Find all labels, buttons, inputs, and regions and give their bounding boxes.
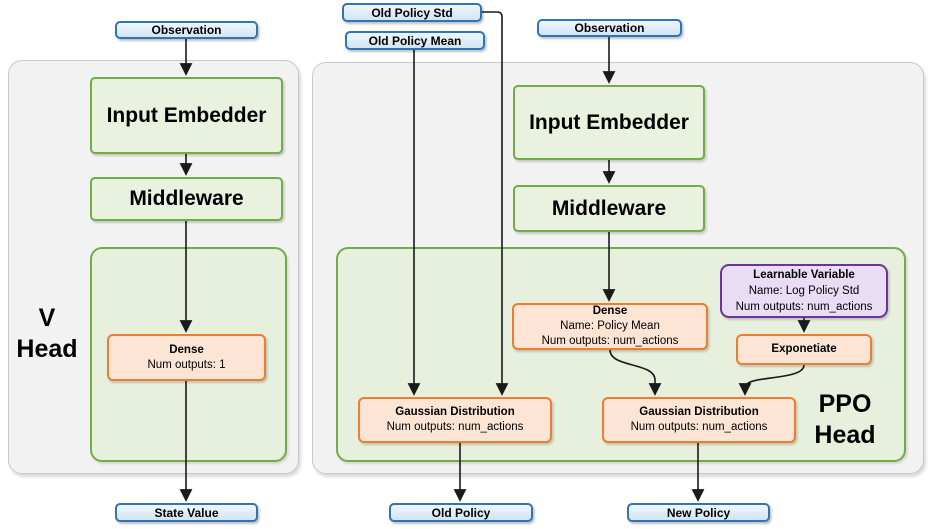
v-observation-label: Observation — [151, 23, 222, 37]
learnable-variable-outputs: Num outputs: num_actions — [735, 301, 873, 313]
ppo-dense-outputs: Num outputs: num_actions — [541, 335, 679, 347]
gaussian-old-title: Gaussian Distribution — [395, 406, 515, 418]
state-value-node: State Value — [115, 503, 258, 522]
gaussian-distribution-new-node: Gaussian Distribution Num outputs: num_a… — [602, 397, 796, 443]
v-head-title: V Head — [16, 304, 78, 363]
ppo-input-embedder-node: Input Embedder — [513, 85, 705, 160]
ppo-head-title: PPO Head — [814, 390, 876, 449]
v-observation-node: Observation — [115, 21, 258, 39]
gaussian-new-outputs: Num outputs: num_actions — [630, 421, 768, 433]
v-dense-outputs: Num outputs: 1 — [147, 358, 226, 371]
gaussian-old-outputs: Num outputs: num_actions — [386, 421, 524, 433]
old-policy-mean-label: Old Policy Mean — [368, 33, 462, 48]
v-middleware-label: Middleware — [129, 187, 244, 210]
ppo-observation-node: Observation — [537, 19, 682, 37]
old-policy-std-label: Old Policy Std — [371, 5, 453, 20]
old-policy-node: Old Policy — [389, 503, 533, 522]
gaussian-distribution-old-node: Gaussian Distribution Num outputs: num_a… — [358, 397, 552, 443]
v-input-embedder-label: Input Embedder — [106, 103, 267, 127]
ppo-dense-node: Dense Name: Policy Mean Num outputs: num… — [512, 303, 708, 350]
old-policy-label: Old Policy — [431, 505, 491, 520]
ppo-middleware-label: Middleware — [551, 196, 667, 220]
ppo-dense-name: Name: Policy Mean — [560, 320, 660, 332]
ppo-middleware-node: Middleware — [513, 185, 705, 232]
old-policy-mean-node: Old Policy Mean — [345, 31, 485, 50]
old-policy-std-node: Old Policy Std — [342, 3, 482, 22]
gaussian-new-title: Gaussian Distribution — [639, 406, 759, 418]
learnable-variable-title: Learnable Variable — [753, 269, 855, 281]
ppo-dense-title: Dense — [592, 305, 628, 317]
ppo-input-embedder-label: Input Embedder — [529, 110, 689, 134]
new-policy-label: New Policy — [666, 505, 731, 520]
state-value-label: State Value — [154, 505, 219, 520]
exponetiate-label: Exponetiate — [771, 343, 837, 355]
v-middleware-node: Middleware — [90, 177, 283, 221]
ppo-observation-label: Observation — [574, 21, 645, 35]
v-input-embedder-node: Input Embedder — [90, 77, 283, 154]
exponetiate-node: Exponetiate — [736, 334, 872, 365]
v-dense-node: Dense Num outputs: 1 — [107, 334, 266, 381]
new-policy-node: New Policy — [627, 503, 770, 522]
learnable-variable-node: Learnable Variable Name: Log Policy Std … — [720, 264, 888, 318]
learnable-variable-name: Name: Log Policy Std — [748, 285, 860, 297]
v-dense-title: Dense — [169, 343, 204, 356]
